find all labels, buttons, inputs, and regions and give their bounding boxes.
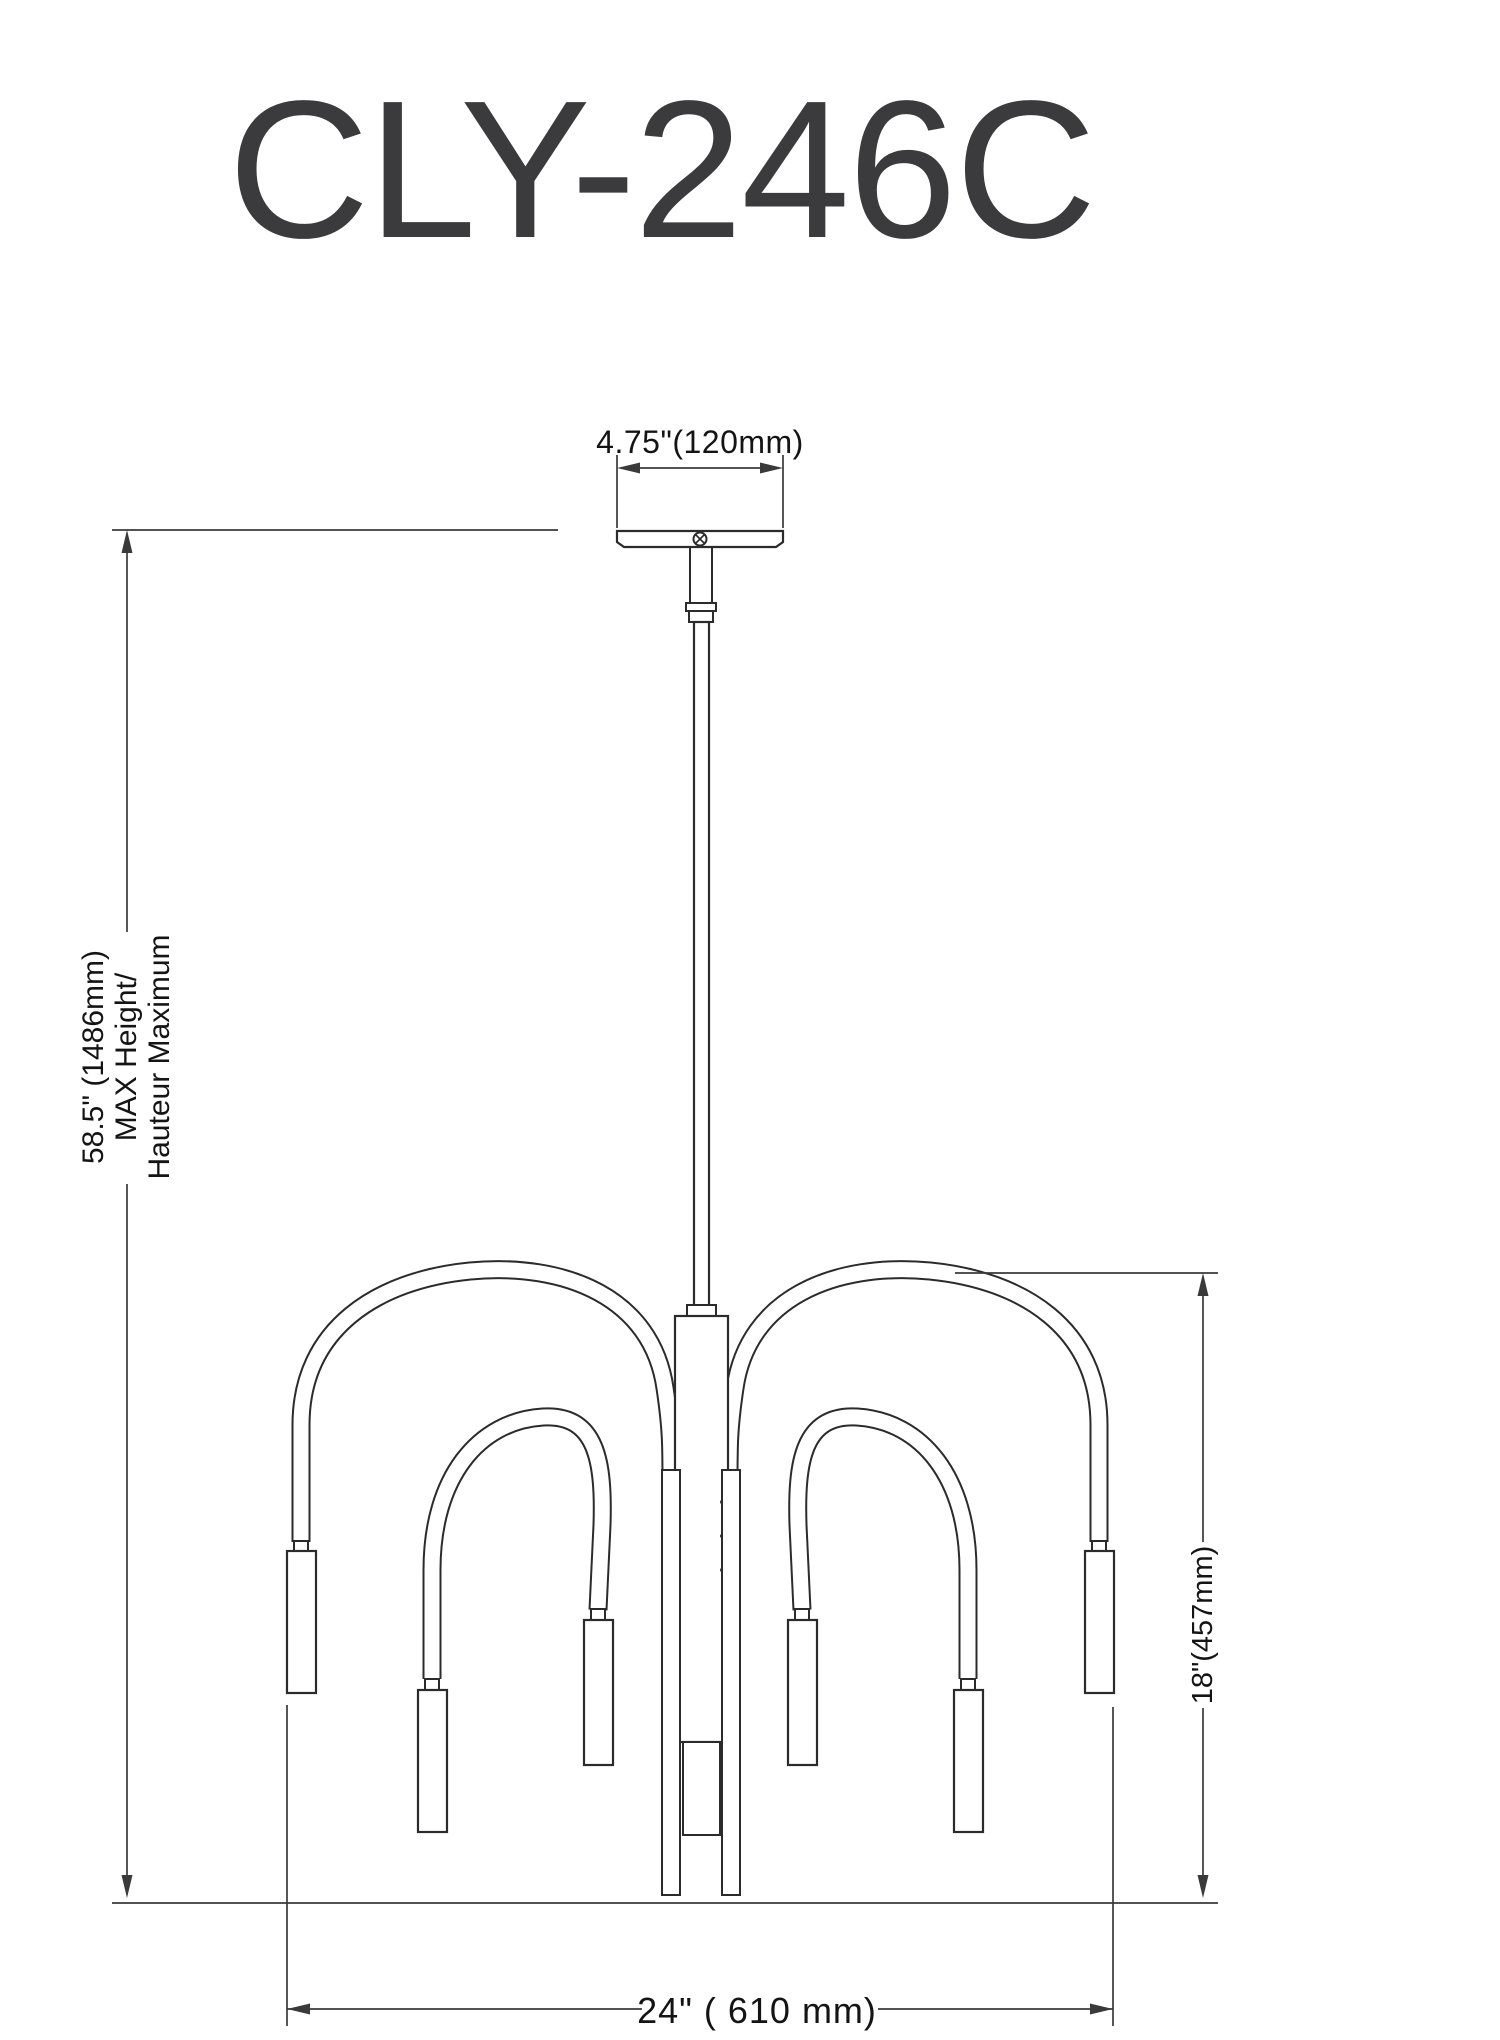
lamp-tubes — [285, 1469, 1116, 1896]
outer-left-tube — [285, 1549, 318, 1695]
mid-left-tube — [416, 1688, 449, 1834]
canopy-stem — [689, 546, 713, 604]
rod-coupler — [688, 610, 714, 623]
fixture-width-dimension — [286, 1705, 1114, 2026]
rod-coupler-ring — [685, 602, 717, 612]
arrow-left-icon — [617, 462, 640, 474]
arrow-up-icon — [121, 530, 133, 553]
downrod-assembly — [686, 620, 717, 1317]
arrow-left-icon — [287, 2003, 310, 2015]
max-height-text-fr: Hauteur Maximum — [143, 934, 176, 1180]
arm-drop-label: 18"(457mm) — [1187, 1545, 1219, 1705]
max-height-label: 58.5" (1486mm) MAX Height/ Hauteur Maxim… — [77, 922, 179, 1192]
arrow-right-icon — [1090, 2003, 1113, 2015]
inner-right-tube — [786, 1618, 819, 1767]
max-height-text-en: MAX Height/ — [110, 972, 143, 1142]
hub-top-flange — [686, 1304, 717, 1317]
center-left-tube — [661, 1469, 681, 1896]
hub-column — [673, 1314, 730, 1744]
extension-lines — [286, 1705, 1114, 2026]
mid-right-tube — [952, 1688, 985, 1834]
arm-drop-dimension — [955, 1272, 1218, 1898]
canopy-screw-cross-icon — [694, 533, 706, 545]
downrod — [692, 620, 711, 1309]
inner-left-tube — [582, 1618, 615, 1767]
extension-lines — [616, 455, 784, 528]
outer-right-tube — [1083, 1549, 1116, 1695]
arrow-down-icon — [121, 1875, 133, 1898]
canopy-width-label: 4.75"(120mm) — [596, 424, 804, 460]
model-number: CLY-246C — [228, 60, 1097, 279]
central-hub — [673, 1314, 730, 1836]
hub-lower-section — [682, 1741, 721, 1836]
arm-arches — [291, 1260, 1109, 1679]
arrow-down-icon — [1197, 1875, 1209, 1898]
fixture-width-label: 24" ( 610 mm) — [637, 1990, 877, 2031]
canopy-width-dimension — [616, 455, 784, 528]
arrow-up-icon — [1197, 1273, 1209, 1296]
max-height-value: 58.5" (1486mm) — [77, 949, 110, 1165]
center-right-tube — [721, 1469, 741, 1896]
arrow-right-icon — [760, 462, 783, 474]
max-height-dimension — [112, 529, 1218, 1904]
canopy-assembly — [615, 529, 785, 623]
